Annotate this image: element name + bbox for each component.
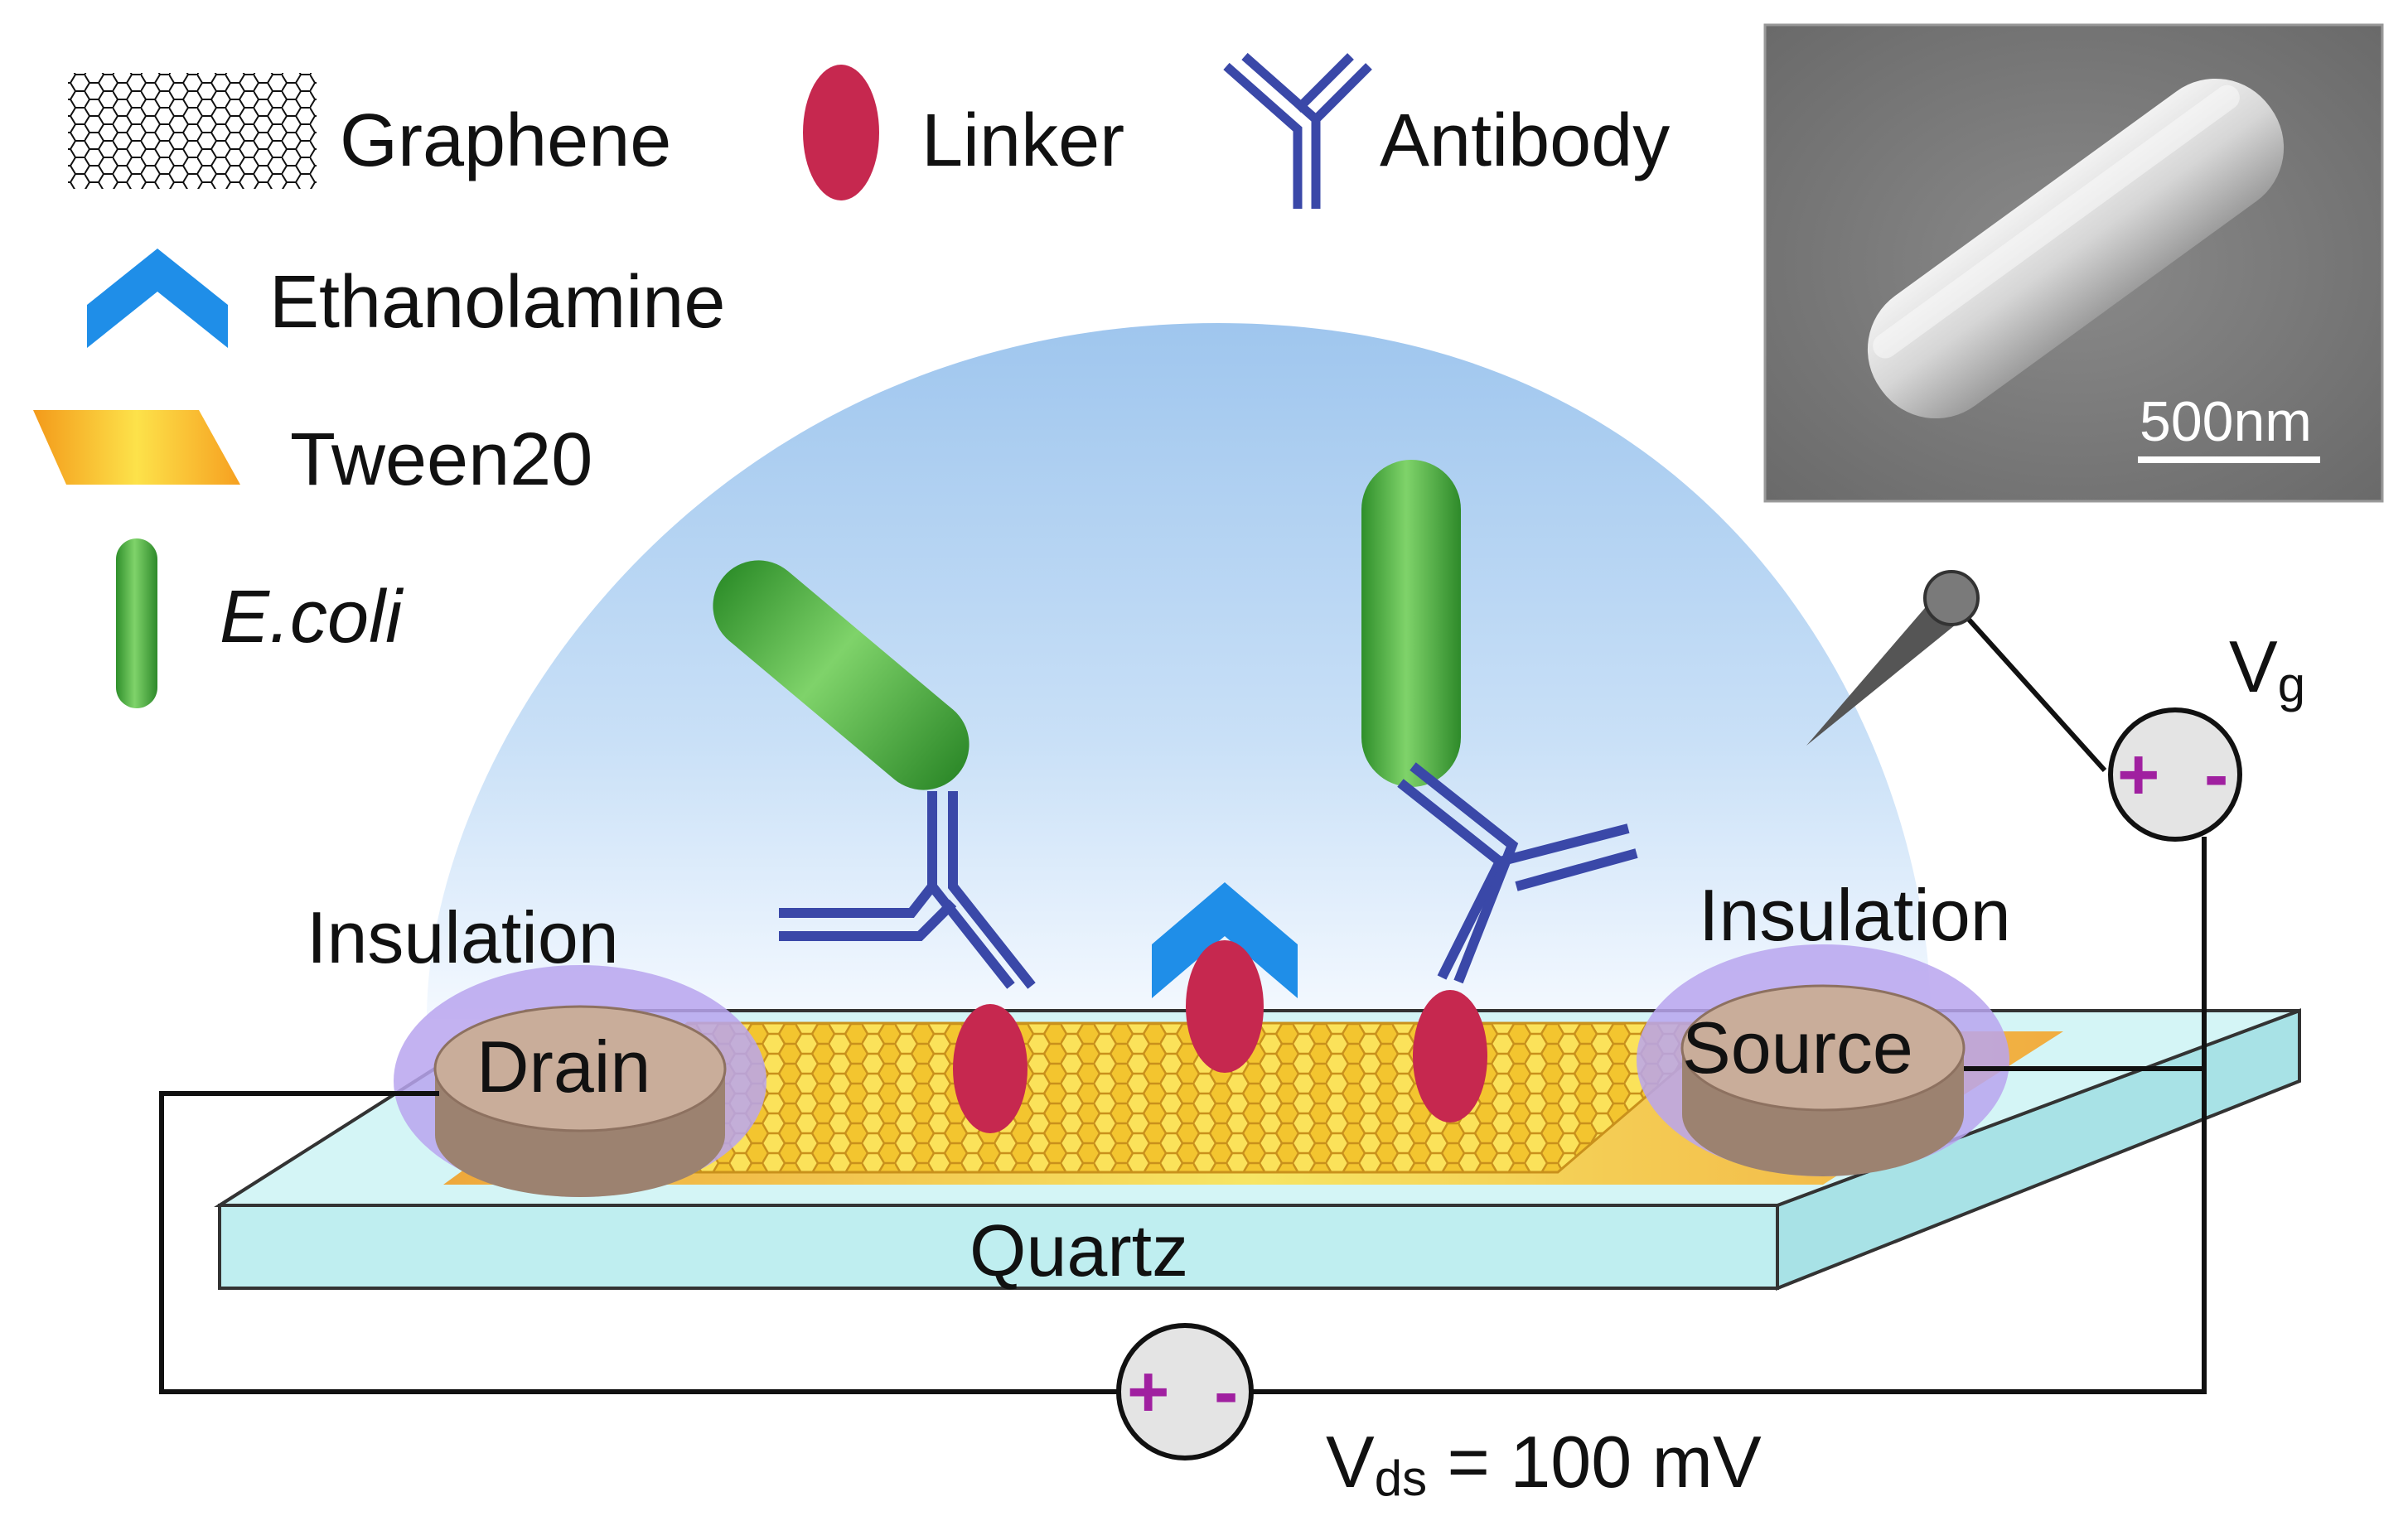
drain-electrode: Drain <box>394 965 766 1197</box>
ethanolamine-icon <box>87 249 228 348</box>
vds-minus: - <box>1214 1350 1238 1432</box>
drain-label: Drain <box>476 1026 650 1108</box>
vg-label: Vg <box>2229 625 2305 712</box>
legend-ecoli-label: E.coli <box>220 576 404 659</box>
linker-right <box>1413 990 1487 1123</box>
legend-linker-label: Linker <box>921 99 1124 182</box>
graphene-icon <box>68 73 317 189</box>
quartz-label: Quartz <box>969 1209 1188 1291</box>
insulation-right-label: Insulation <box>1699 874 2011 956</box>
legend: Graphene Linker Antibody Ethanolamine Tw… <box>33 52 1670 708</box>
vds-plus: + <box>1127 1350 1169 1432</box>
scale-bar-label: 500nm <box>2140 390 2312 453</box>
ecoli-icon <box>116 538 157 708</box>
legend-antibody-label: Antibody <box>1380 99 1670 182</box>
gate-electrode-probe <box>1806 570 1980 746</box>
vg-minus: - <box>2204 733 2228 815</box>
insulation-left-label: Insulation <box>307 896 619 978</box>
legend-ethanolamine-label: Ethanolamine <box>269 261 725 344</box>
linker-icon <box>803 65 879 200</box>
source-label: Source <box>1682 1007 1913 1089</box>
vg-plus: + <box>2117 733 2159 815</box>
legend-tween20-label: Tween20 <box>290 418 592 501</box>
sem-inset: 500nm <box>1763 23 2384 503</box>
ethanolamine-center <box>1152 882 1298 998</box>
antibody-right <box>1397 762 1638 984</box>
linker-center <box>1186 940 1264 1073</box>
vds-label: Vds = 100 mV <box>1326 1421 1762 1506</box>
tween20-icon <box>33 410 240 485</box>
circuit-wires <box>159 602 2207 1394</box>
ecoli-right <box>1361 460 1461 787</box>
antibody-icon <box>1223 52 1372 209</box>
antibody-left <box>779 791 1036 989</box>
vg-source: + - <box>2108 707 2242 842</box>
source-electrode: Source <box>1637 944 2009 1176</box>
vds-source: + - <box>1116 1323 1254 1460</box>
linker-left <box>953 1004 1028 1133</box>
legend-graphene-label: Graphene <box>340 99 671 182</box>
sem-bacterium <box>1867 78 2285 419</box>
ecoli-left <box>713 560 969 790</box>
